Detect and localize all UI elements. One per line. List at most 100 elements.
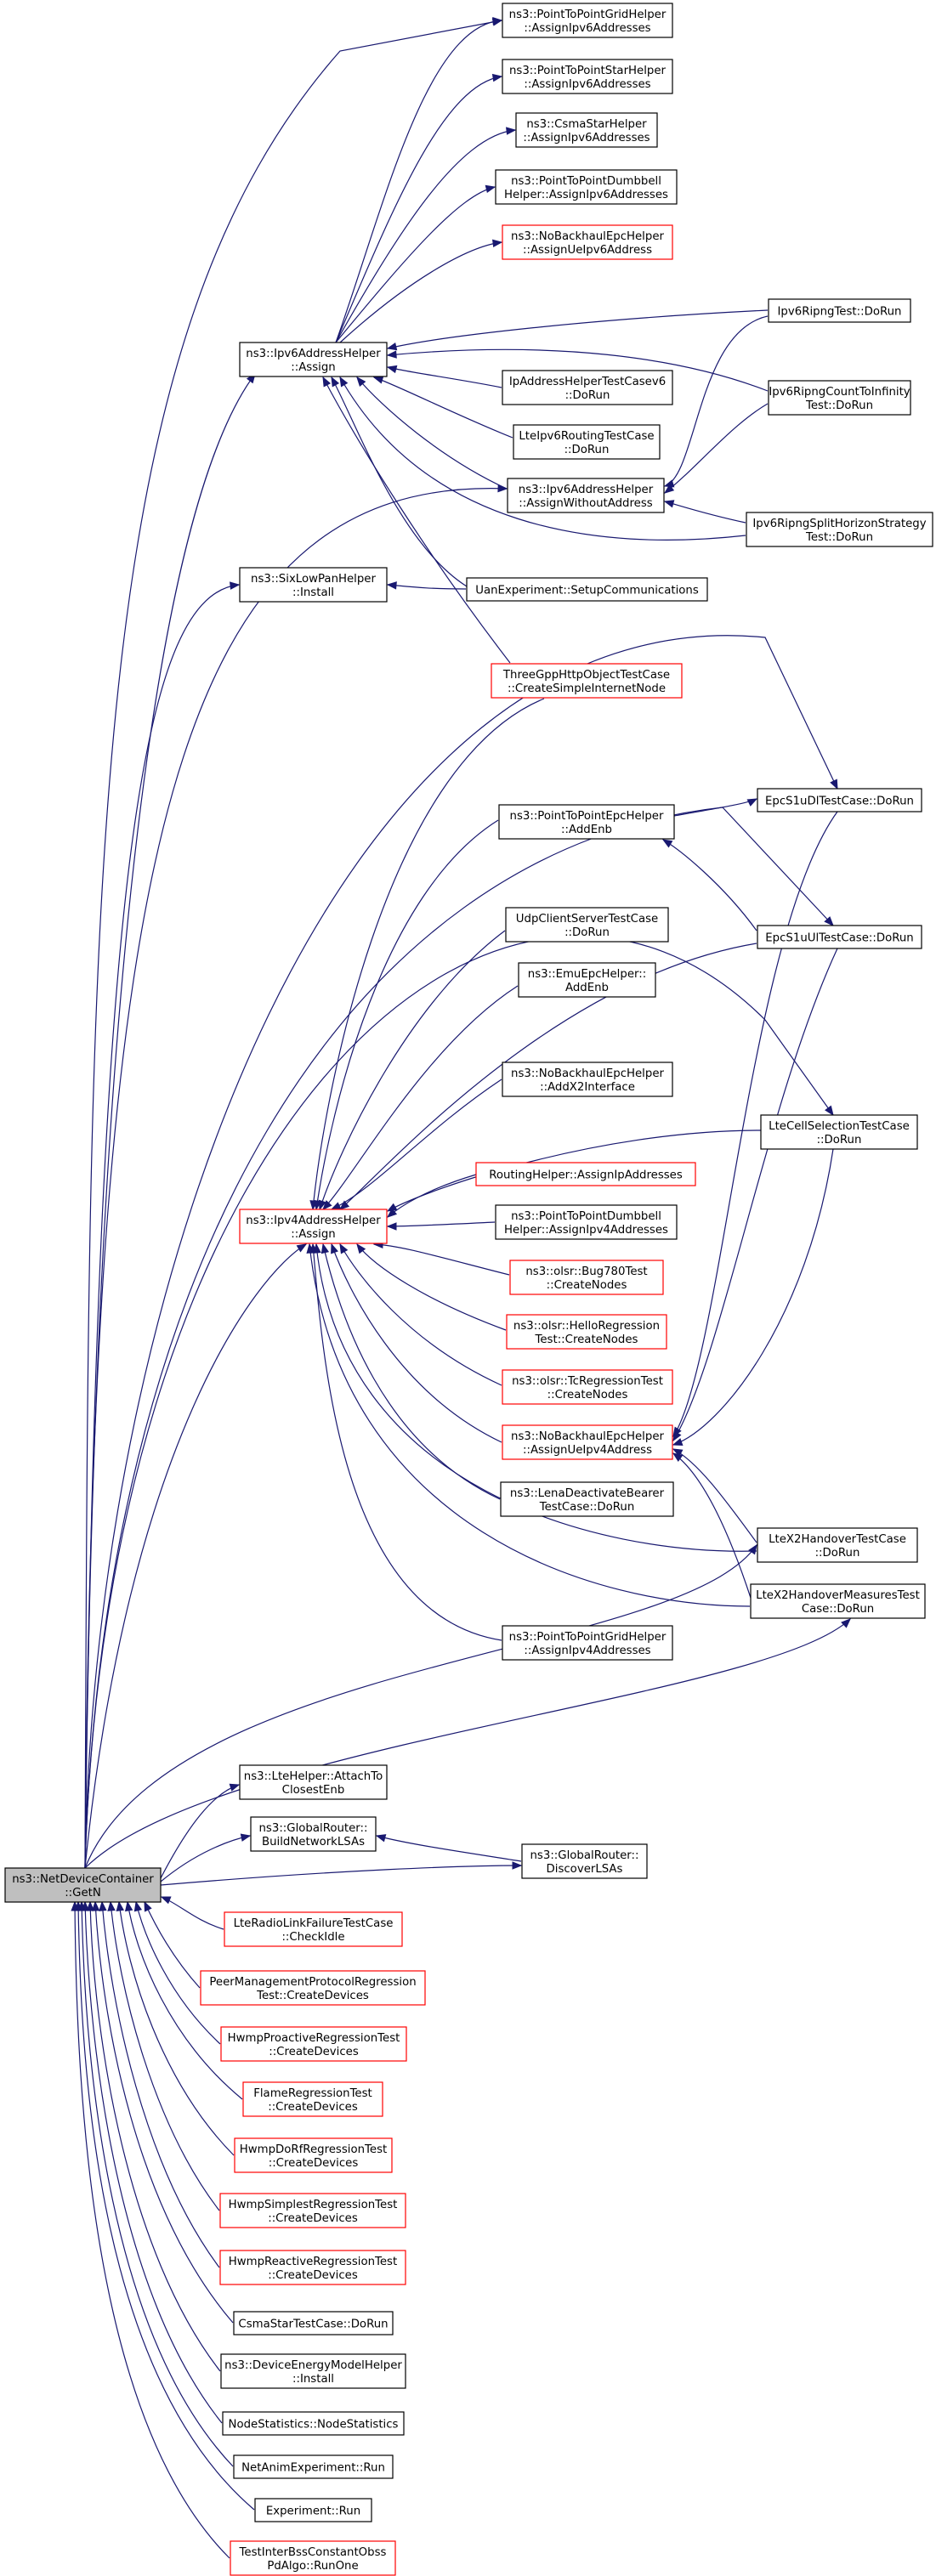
node-ltecell[interactable]: LteCellSelectionTestCase::DoRun — [760, 1114, 918, 1150]
node-nobackhaul_v6[interactable]: ns3::NoBackhaulEpcHelper::AssignUeIpv6Ad… — [502, 224, 673, 260]
node-p2pstar_v6[interactable]: ns3::PointToPointStarHelper::AssignIpv6A… — [502, 59, 673, 94]
node-routing[interactable]: RoutingHelper::AssignIpAddresses — [475, 1162, 696, 1186]
node-nobackhaul_x2[interactable]: ns3::NoBackhaulEpcHelper::AddX2Interface — [502, 1062, 673, 1097]
arrowhead — [746, 798, 758, 807]
node-flame[interactable]: FlameRegressionTest::CreateDevices — [242, 2081, 383, 2117]
node-hwmpsimplest[interactable]: HwmpSimplestRegressionTest::CreateDevice… — [219, 2193, 406, 2228]
edge-line — [84, 488, 508, 1869]
node-box — [518, 962, 656, 998]
node-epcul[interactable]: EpcS1uUlTestCase::DoRun — [757, 925, 922, 949]
edge-ltex2-to-nobackhaul_v4 — [672, 1448, 757, 1543]
arrowhead — [356, 1243, 366, 1254]
edge-line — [339, 1243, 502, 1386]
node-label: ns3::Ipv6AddressHelper — [246, 348, 381, 360]
edge-line — [672, 948, 838, 1441]
node-iphelpertest[interactable]: IpAddressHelperTestCasev6::DoRun — [502, 370, 673, 405]
node-label: ns3::PointToPointGridHelper — [509, 8, 667, 21]
node-hwmpproactive[interactable]: HwmpProactiveRegressionTest::CreateDevic… — [220, 2026, 407, 2062]
edge-csmastartest-to-getn — [91, 1900, 234, 2324]
arrowhead — [672, 1430, 682, 1442]
edge-ripng-to-ipv6without — [663, 315, 769, 488]
arrowhead — [672, 1438, 684, 1447]
node-label: Test::DoRun — [805, 531, 873, 544]
edge-nobackhaul_v4-to-ipv4assign — [331, 1243, 502, 1443]
node-lteipv6[interactable]: LteIpv6RoutingTestCase::DoRun — [513, 424, 661, 460]
node-sixlowpan[interactable]: ns3::SixLowPanHelper::Install — [239, 567, 388, 603]
node-ipv4assign[interactable]: ns3::Ipv4AddressHelper::Assign — [239, 1209, 388, 1244]
edge-ipv6assign-to-p2pgrid_v6 — [335, 16, 503, 343]
node-p2pdumbbell_v6[interactable]: ns3::PointToPointDumbbellHelper::AssignI… — [495, 169, 678, 205]
node-label: UdpClientServerTestCase — [516, 913, 658, 926]
edge-line — [84, 20, 502, 1869]
edge-ltex2meas-to-nobackhaul_v4 — [672, 1452, 752, 1599]
edge-energy-to-getn — [86, 1900, 221, 2372]
node-nodestats[interactable]: NodeStatistics::NodeStatistics — [222, 2411, 405, 2436]
node-p2pepc[interactable]: ns3::PointToPointEpcHelper::AddEnb — [498, 804, 675, 840]
arrowhead — [144, 1900, 152, 1912]
node-epcdl[interactable]: EpcS1uDlTestCase::DoRun — [757, 788, 922, 812]
edge-line — [339, 241, 502, 343]
node-label: LteIpv6RoutingTestCase — [519, 430, 654, 443]
node-p2pgrid_v6[interactable]: ns3::PointToPointGridHelper::AssignIpv6A… — [502, 3, 673, 38]
node-emuepc[interactable]: ns3::EmuEpcHelper::AddEnb — [518, 962, 656, 998]
node-label: Ipv6RipngTest::DoRun — [778, 306, 902, 319]
arrowhead — [116, 1900, 124, 1911]
node-hwmpreactive[interactable]: HwmpReactiveRegressionTest::CreateDevice… — [219, 2250, 406, 2285]
edge-line — [84, 373, 256, 1871]
node-lteradio[interactable]: LteRadioLinkFailureTestCase::CheckIdle — [224, 1911, 403, 1947]
node-label: ThreeGppHttpObjectTestCase — [502, 669, 670, 682]
node-grbuild[interactable]: ns3::GlobalRouter::BuildNetworkLSAs — [250, 1816, 377, 1852]
edge-epcul-to-nobackhaul_v4 — [672, 948, 838, 1442]
arrowhead — [356, 376, 366, 388]
node-uan[interactable]: UanExperiment::SetupCommunications — [466, 577, 708, 602]
node-box — [230, 2540, 396, 2576]
node-ipv6assign[interactable]: ns3::Ipv6AddressHelper::Assign — [239, 342, 388, 377]
node-ipv6without[interactable]: ns3::Ipv6AddressHelper::AssignWithoutAdd… — [507, 478, 665, 513]
arrowhead — [339, 376, 349, 388]
node-box — [757, 925, 922, 949]
node-energy[interactable]: ns3::DeviceEnergyModelHelper::Install — [220, 2353, 406, 2389]
node-experiment[interactable]: Experiment::Run — [254, 2498, 372, 2522]
node-getn[interactable]: ns3::NetDeviceContainer::GetN — [4, 1867, 162, 1903]
node-olsrhello[interactable]: ns3::olsr::HelloRegressionTest::CreateNo… — [506, 1314, 667, 1350]
node-olsrtc[interactable]: ns3::olsr::TcRegressionTest::CreateNodes — [502, 1369, 673, 1405]
node-grdisc[interactable]: ns3::GlobalRouter::DiscoverLSAs — [521, 1843, 648, 1879]
edge-line — [339, 943, 757, 1210]
node-threegpp[interactable]: ThreeGppHttpObjectTestCase::CreateSimple… — [491, 663, 683, 699]
edge-udpcs-to-ipv4assign — [318, 930, 506, 1211]
arrowhead — [229, 1783, 241, 1792]
node-box — [507, 478, 665, 513]
node-box — [498, 804, 675, 840]
node-box — [220, 2026, 407, 2062]
arrowhead — [322, 376, 332, 388]
arrowhead — [492, 239, 503, 247]
node-ltex2[interactable]: LteX2HandoverTestCase::DoRun — [757, 1527, 918, 1563]
node-hwmpdorf[interactable]: HwmpDoRfRegressionTest::CreateDevices — [234, 2137, 393, 2173]
node-p2pgrid_v4[interactable]: ns3::PointToPointGridHelper::AssignIpv4A… — [502, 1625, 673, 1661]
node-box — [502, 1369, 673, 1405]
arrowhead — [386, 350, 397, 359]
edge-p2pepc-to-epcdl — [673, 798, 758, 817]
node-nobackhaul_v4[interactable]: ns3::NoBackhaulEpcHelper::AssignUeIpv4Ad… — [502, 1424, 673, 1460]
node-udpcs[interactable]: UdpClientServerTestCase::DoRun — [505, 907, 669, 943]
node-p2pdumbbell_v4[interactable]: ns3::PointToPointDumbbellHelper::AssignI… — [495, 1204, 678, 1240]
node-ripng[interactable]: Ipv6RipngTest::DoRun — [768, 298, 911, 323]
node-box — [242, 2081, 383, 2117]
node-netanim[interactable]: NetAnimExperiment::Run — [233, 2454, 394, 2479]
edge-iphelpertest-to-ipv6assign — [386, 365, 502, 388]
node-label: ns3::GlobalRouter:: — [259, 1822, 368, 1835]
edge-line — [373, 1243, 510, 1276]
node-csmastartest[interactable]: CsmaStarTestCase::DoRun — [233, 2311, 394, 2335]
node-label: ns3::EmuEpcHelper:: — [528, 968, 646, 981]
node-olsrbug[interactable]: ns3::olsr::Bug780Test::CreateNodes — [509, 1260, 664, 1295]
node-peermgmt[interactable]: PeerManagementProtocolRegressionTest::Cr… — [200, 1970, 426, 2006]
node-label: LteX2HandoverTestCase — [769, 1533, 906, 1546]
node-box — [475, 1162, 696, 1186]
node-csmastar_v6[interactable]: ns3::CsmaStarHelper::AssignIpv6Addresses — [515, 112, 658, 148]
